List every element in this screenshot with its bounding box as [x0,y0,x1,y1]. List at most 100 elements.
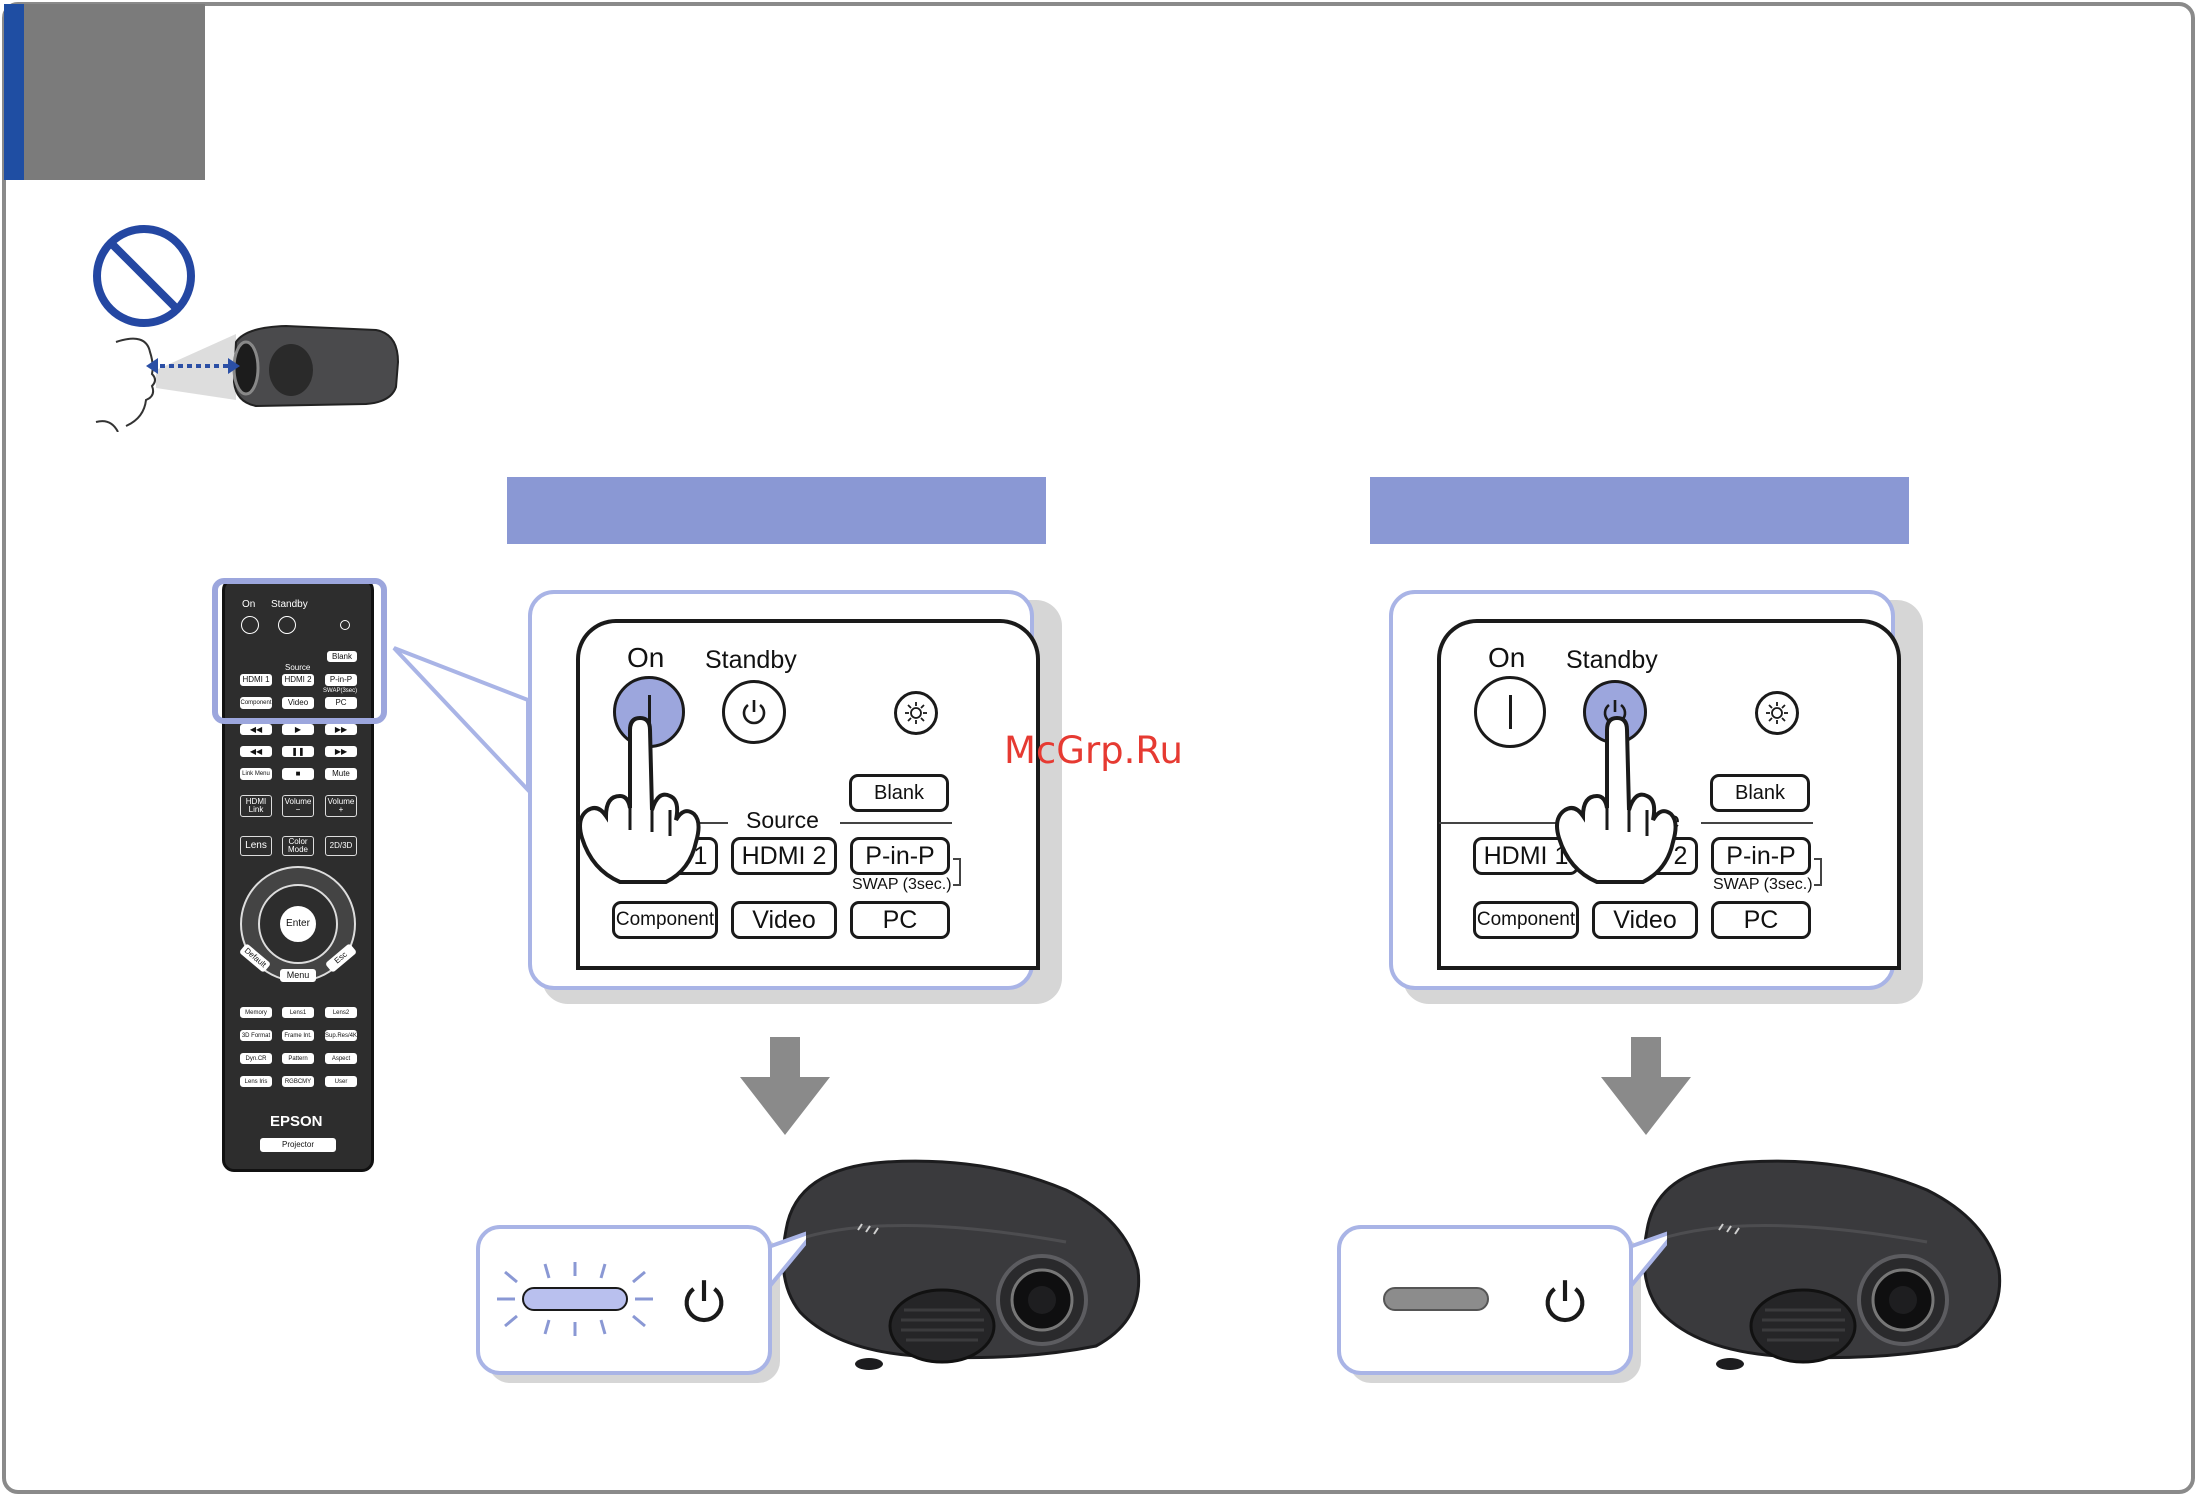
remote-memory-button[interactable]: Aspect [325,1053,357,1064]
remote-memory-button[interactable]: RGBCMY [282,1076,314,1087]
on-glyph [647,695,651,729]
brightness-button[interactable] [894,691,938,735]
projector-icon [1642,1159,2002,1370]
blank-button[interactable]: Blank [849,774,949,812]
source-rule-left [1439,822,1589,824]
on-label: On [627,642,665,673]
remote-blank-button[interactable]: Blank [327,651,357,662]
remote-prev-button[interactable]: ◀◀ [240,746,272,757]
remote-swap-note: SWAP(3sec) [323,688,358,694]
source-label: Source [746,807,819,833]
status-lamp [497,1262,653,1336]
blank-button[interactable]: Blank [1710,774,1810,812]
remote-brightness-icon[interactable] [340,620,350,630]
swap-bracket [953,858,961,886]
remote-hdmi2-button[interactable]: HDMI 2 [282,674,314,686]
remote-lens-button[interactable]: Lens [240,836,272,856]
brightness-icon [905,702,927,724]
remote-closeup-bottom-line [576,966,1040,970]
remote-memory-button[interactable]: Lens Iris [240,1076,272,1087]
power-icon [742,700,766,725]
video-button[interactable]: Video [731,901,837,939]
remote-pc-button[interactable]: PC [325,697,357,709]
status-lamp [1383,1287,1489,1311]
component-button[interactable]: Component [612,901,718,939]
remote-hdmi-link-button[interactable]: HDMI Link [240,795,272,817]
face-silhouette [115,337,156,427]
pointing-hand-icon [1555,715,1678,884]
remote-2d3d-button[interactable]: 2D/3D [325,836,357,856]
remote-memory-button[interactable]: User [325,1076,357,1087]
remote-memory-button[interactable]: Memory [240,1007,272,1018]
swap-bracket [1814,858,1822,886]
step-banner-left [507,477,1046,544]
swap-label: SWAP (3sec.) [1713,876,1813,893]
pc-button[interactable]: PC [850,901,950,939]
remote-memory-button[interactable]: Sup.Res/4K [325,1030,357,1041]
watermark-text: McGrp.Ru [1004,729,1183,772]
remote-rewind-button[interactable]: ◀◀ [240,724,272,735]
remote-play-button[interactable]: ▶ [282,724,314,735]
remote-enter-button[interactable]: Enter [280,906,316,942]
remote-on-button[interactable] [241,616,259,634]
remote-color-mode-button[interactable]: Color Mode [282,836,314,856]
standby-label: Standby [705,646,797,674]
power-icon [1545,1280,1585,1323]
remote-volume-down-button[interactable]: Volume − [282,795,314,817]
on-label: On [1488,642,1526,673]
remote-standby-label: Standby [271,599,308,610]
remote-link-menu-button[interactable]: Link Menu [240,768,272,780]
remote-memory-button[interactable]: Dyn.CR [240,1053,272,1064]
remote-volume-up-button[interactable]: Volume + [325,795,357,817]
standby-button[interactable] [722,680,786,744]
standby-label: Standby [1566,646,1658,674]
step-banner-right [1370,477,1909,544]
remote-mute-button[interactable]: Mute [325,768,357,780]
component-button[interactable]: Component [1473,901,1579,939]
remote-pinp-button[interactable]: P-in-P [325,674,357,686]
remote-memory-button[interactable]: Pattern [282,1053,314,1064]
remote-hdmi1-button[interactable]: HDMI 1 [240,674,272,686]
remote-menu-button[interactable]: Menu [280,969,316,982]
power-icon [684,1280,724,1323]
swap-label: SWAP (3sec.) [852,876,952,893]
header-blue-bar [4,4,24,180]
remote-stop-button[interactable]: ■ [282,768,314,780]
projector-icon [781,1159,1141,1370]
source-rule-right [840,822,952,824]
remote-memory-button[interactable]: Lens1 [282,1007,314,1018]
pinp-button[interactable]: P-in-P [1711,837,1811,875]
brightness-button[interactable] [1755,691,1799,735]
down-arrow-icon [740,1037,830,1135]
remote-memory-button[interactable]: 3D Format [240,1030,272,1041]
on-button[interactable] [1474,676,1546,748]
indicator-callout [1337,1225,1667,1383]
remote-standby-button[interactable] [278,616,296,634]
pointing-hand-icon [578,715,701,884]
pc-button[interactable]: PC [1711,901,1811,939]
remote-pause-button[interactable]: ❚❚ [282,746,314,757]
remote-component-button[interactable]: Component [240,697,272,709]
header-gray-tab [24,4,205,180]
remote-source-label: Source [285,663,311,672]
on-glyph [1508,695,1512,729]
remote-highlight-frame [212,578,387,724]
down-arrow-icon [1601,1037,1691,1135]
warning-illustration [93,225,400,432]
hdmi1-button[interactable]: HDMI 1 [1473,837,1579,875]
remote-next-button[interactable]: ▶▶ [325,746,357,757]
prohibition-icon [93,225,195,327]
remote-memory-button[interactable]: Frame Int. [282,1030,314,1041]
video-button[interactable]: Video [1592,901,1698,939]
remote-on-label: On [242,599,256,610]
remote-closeup-bottom-line [1437,966,1901,970]
remote-memory-button[interactable]: Lens2 [325,1007,357,1018]
hdmi2-button[interactable]: HDMI 2 [731,837,837,875]
pinp-button[interactable]: P-in-P [850,837,950,875]
remote-video-button[interactable]: Video [282,697,314,709]
remote-forward-button[interactable]: ▶▶ [325,724,357,735]
remote-model-tag: Projector [260,1138,336,1152]
